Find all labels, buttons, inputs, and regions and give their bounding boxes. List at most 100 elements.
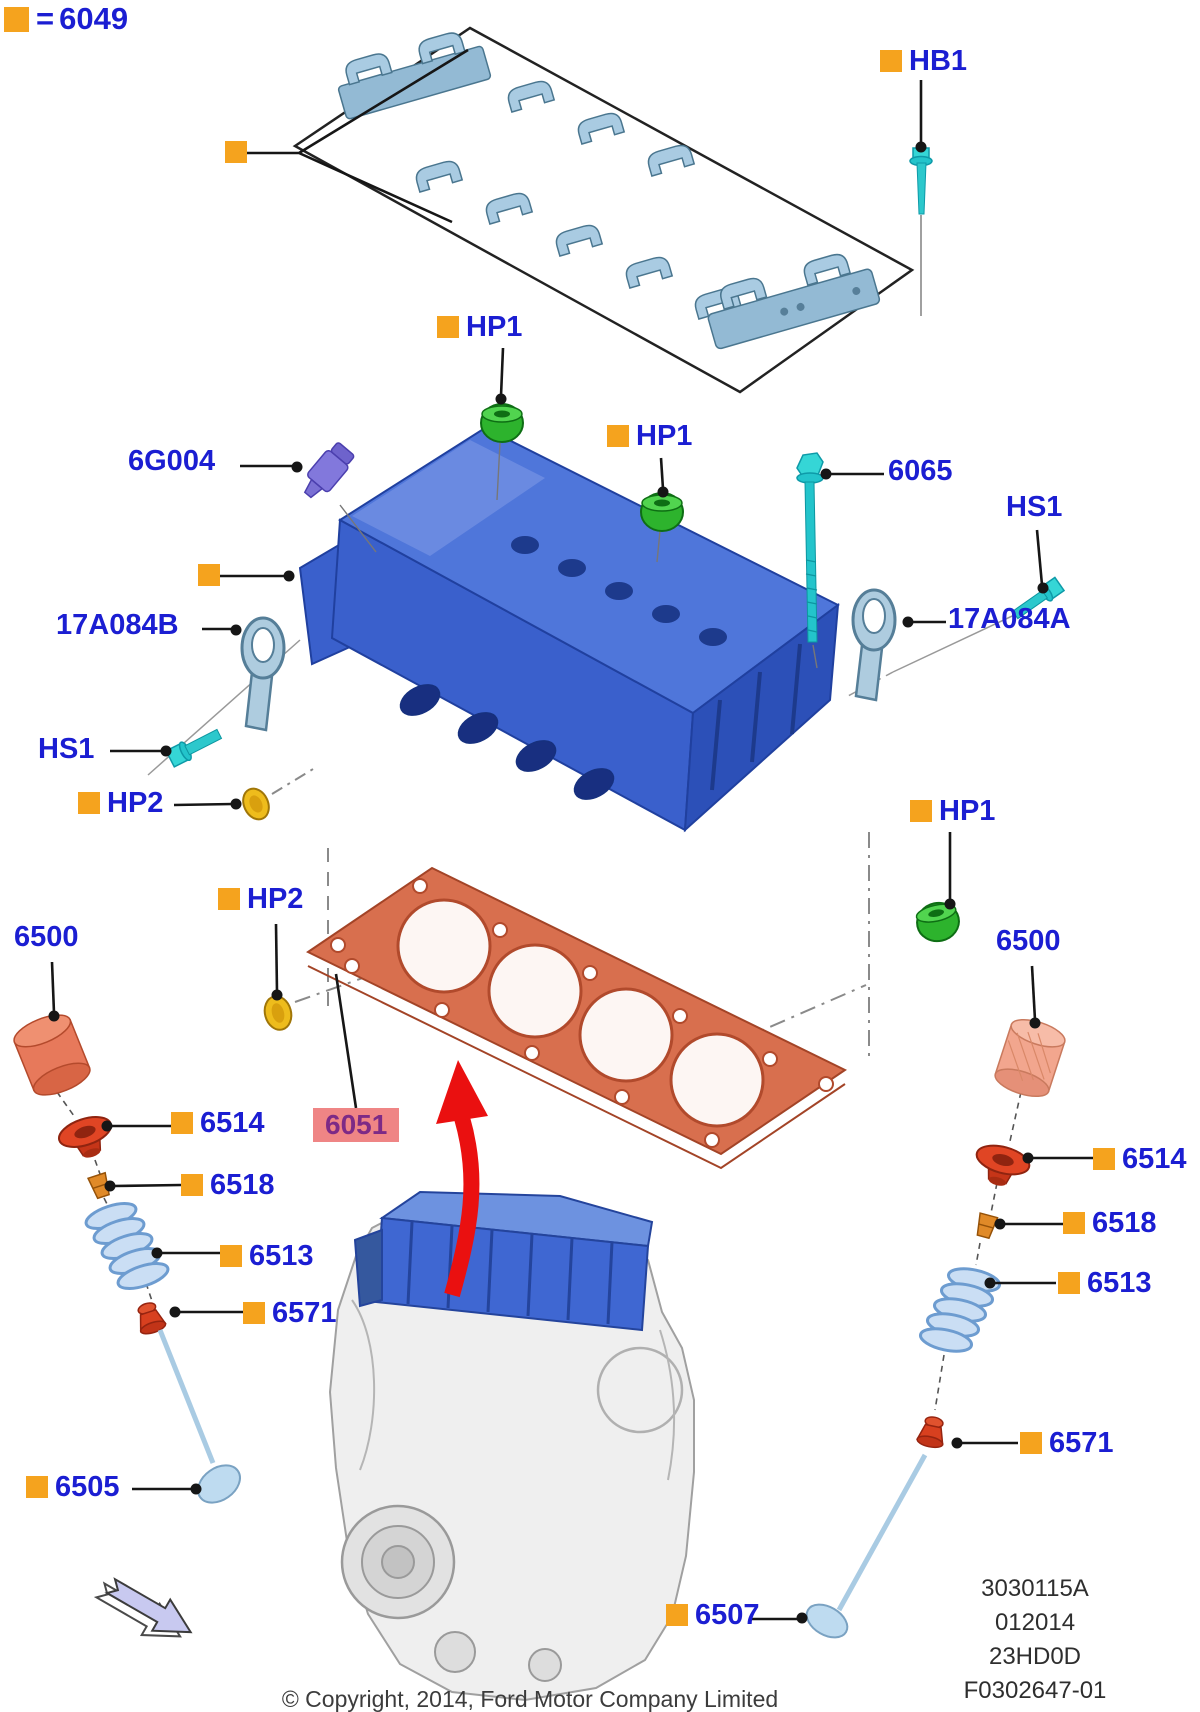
- part-number: 17A084A: [948, 603, 1071, 635]
- callout-hp1-top: HP1: [437, 312, 522, 342]
- bolt-hs1-left: [165, 728, 223, 768]
- callout-17a084b: 17A084B: [56, 610, 179, 640]
- callout-6513-left: 6513: [220, 1241, 314, 1271]
- sensor-6g004: [303, 442, 355, 499]
- orange-square-marker-icon: [1063, 1212, 1085, 1234]
- cylinder-head-illustration: [298, 426, 840, 833]
- part-number: HB1: [909, 45, 968, 77]
- part-number: HP2: [107, 787, 164, 819]
- collet-right-6518: [976, 1212, 999, 1240]
- retainer-right-6514: [975, 1144, 1031, 1186]
- part-number: 6571: [1049, 1427, 1114, 1459]
- collet-left-6518: [86, 1171, 110, 1200]
- copyright-notice: © Copyright, 2014, Ford Motor Company Li…: [281, 1686, 779, 1712]
- part-number: HP2: [247, 883, 304, 915]
- engine-reference-illustration: [328, 1190, 695, 1702]
- valve-right-6507: [805, 1453, 928, 1639]
- head-gasket-illustration: [306, 866, 847, 1170]
- part-number: 6513: [1087, 1267, 1152, 1299]
- part-number: 6500: [996, 925, 1061, 957]
- orange-square-marker-icon: [437, 316, 459, 338]
- lifting-eye-17a084a: [851, 588, 897, 702]
- seal-right-6571: [916, 1416, 944, 1449]
- seal-left-6571: [137, 1302, 167, 1335]
- orange-square-marker-icon: [218, 888, 240, 910]
- part-number: HS1: [38, 733, 95, 765]
- callout-6571-left: 6571: [243, 1298, 337, 1328]
- orange-square-marker-icon: [607, 425, 629, 447]
- callout-hp1-right: HP1: [910, 796, 995, 826]
- figure-reference: 3030115A: [981, 1575, 1089, 1602]
- orange-square-marker-icon: [78, 792, 100, 814]
- orange-square-marker-icon: [220, 1245, 242, 1267]
- orange-square-marker-icon: [1058, 1272, 1080, 1294]
- orange-square-marker-icon: [243, 1302, 265, 1324]
- highlighted-part-number: 6051: [313, 1108, 400, 1142]
- retainer-left-6514: [58, 1116, 112, 1158]
- orange-square-marker-icon: [1020, 1432, 1042, 1454]
- bolt-hb1: [909, 147, 933, 215]
- bolt-6065: [796, 452, 824, 643]
- lifting-eye-17a084b: [240, 616, 286, 732]
- orange-square-marker-icon: [198, 564, 220, 586]
- plug-hp2-lower: [263, 995, 293, 1031]
- orange-square-marker-icon: [1093, 1148, 1115, 1170]
- callout-6500-right: 6500: [996, 926, 1061, 956]
- nav-arrow: [93, 1577, 193, 1638]
- part-number: 6518: [210, 1169, 275, 1201]
- part-number: 6065: [888, 455, 953, 487]
- part-number: HP1: [939, 795, 996, 827]
- callout-6065: 6065: [888, 456, 953, 486]
- tappet-right-6500: [994, 1018, 1066, 1098]
- spring-left-6513: [84, 1202, 170, 1290]
- grommet-hp1-right: [915, 901, 960, 943]
- grommet-hp1-mid: [640, 492, 684, 532]
- callout-hb1: HB1: [880, 46, 967, 76]
- part-number: 6513: [249, 1240, 314, 1272]
- part-number: 6507: [695, 1599, 760, 1631]
- part-number: 6G004: [128, 445, 216, 477]
- part-number: 6049: [59, 1, 129, 36]
- catalog-code: 23HD0D: [988, 1643, 1082, 1670]
- callout-hs1-left: HS1: [38, 734, 94, 764]
- part-number: 6514: [1122, 1143, 1187, 1175]
- part-number: 6571: [272, 1297, 337, 1329]
- figure-date: 012014: [994, 1609, 1076, 1636]
- part-number: HS1: [1006, 491, 1063, 523]
- red-arrow: [436, 1060, 488, 1298]
- callout-hp1-mid: HP1: [607, 421, 692, 451]
- leader-lines: [50, 48, 1093, 1621]
- part-number: HP1: [466, 311, 523, 343]
- callout-6507: 6507: [666, 1600, 760, 1630]
- orange-square-marker-icon: [171, 1112, 193, 1134]
- callout-6051-highlighted: 6051: [313, 1108, 400, 1142]
- part-number: 17A084B: [56, 609, 179, 641]
- orange-square-marker-icon: [880, 50, 902, 72]
- callout-6500-left: 6500: [14, 922, 79, 952]
- callout-17a084a: 17A084A: [948, 604, 1071, 634]
- valve-left-6505: [157, 1329, 241, 1504]
- orange-square-marker-icon: [181, 1174, 203, 1196]
- callout-6571-right: 6571: [1020, 1428, 1114, 1458]
- callout-hp2-left: HP2: [78, 788, 163, 818]
- callout-6g004: 6G004: [128, 446, 215, 476]
- callout-6518-right: 6518: [1063, 1208, 1157, 1238]
- drawing-number: F0302647-01: [963, 1677, 1107, 1704]
- orange-square-marker-icon: [26, 1476, 48, 1498]
- leader-dots: [48, 141, 1049, 1624]
- callout-hs1-right: HS1: [1006, 492, 1062, 522]
- orange-square-marker-icon: [910, 800, 932, 822]
- part-number: 6500: [14, 921, 79, 953]
- callout-6513-right: 6513: [1058, 1268, 1152, 1298]
- callout-6514-right: 6514: [1093, 1144, 1187, 1174]
- orange-square-marker-icon: [4, 6, 29, 32]
- callout-6505: 6505: [26, 1472, 120, 1502]
- callout-6518-left: 6518: [181, 1170, 275, 1200]
- orange-square-marker-icon: [225, 141, 247, 163]
- legend-6049: = 6049: [4, 1, 129, 36]
- part-number: HP1: [636, 420, 693, 452]
- reference-number-block: 3030115A 012014 23HD0D F0302647-01: [930, 1572, 1140, 1708]
- part-number: 6514: [200, 1107, 265, 1139]
